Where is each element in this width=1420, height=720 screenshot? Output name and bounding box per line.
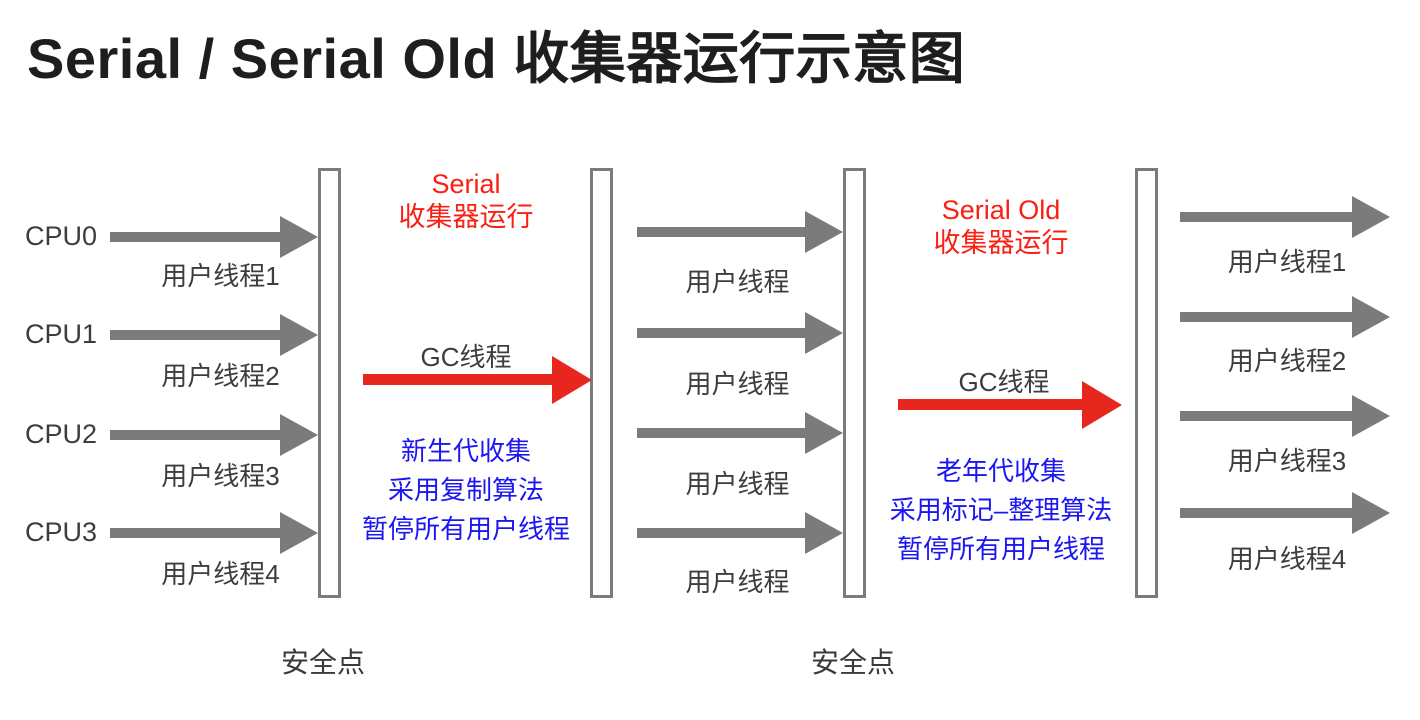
cpu2-thread-arrow xyxy=(110,414,318,456)
serial-old-phase-notes: 老年代收集 采用标记–整理算法 暂停所有用户线程 xyxy=(855,452,1147,569)
safepoint-caption-1: 安全点 xyxy=(280,647,365,678)
right-thread-arrow-2 xyxy=(1180,296,1390,338)
serial-old-phase-title: Serial Old 收集器运行 xyxy=(866,194,1136,260)
arrow-head-icon xyxy=(1082,381,1122,429)
safepoint-bar-1 xyxy=(318,168,341,598)
middle-thread-label-1: 用户线程 xyxy=(685,267,790,297)
serial-old-collector-run-label: 收集器运行 xyxy=(933,228,1069,258)
right-thread-arrow-4 xyxy=(1180,492,1390,534)
arrow-head-icon xyxy=(805,512,843,554)
arrow-head-icon xyxy=(1352,492,1390,534)
middle-thread-label-3: 用户线程 xyxy=(685,469,790,499)
arrow-head-icon xyxy=(280,216,318,258)
note-line: 暂停所有用户线程 xyxy=(896,534,1105,564)
serial-collector-run-label: 收集器运行 xyxy=(398,202,534,232)
note-line: 采用复制算法 xyxy=(387,475,544,505)
serial-gc-arrow xyxy=(363,356,592,404)
cpu0-thread-arrow xyxy=(110,216,318,258)
serial-old-gc-thread-label: GC线程 xyxy=(958,367,1050,397)
serial-phase-title: Serial 收集器运行 xyxy=(341,168,591,234)
arrow-head-icon xyxy=(280,414,318,456)
right-thread-label-4: 用户线程4 xyxy=(1227,544,1347,574)
arrow-head-icon xyxy=(1352,196,1390,238)
note-line: 新生代收集 xyxy=(400,436,531,466)
safepoint-caption-2: 安全点 xyxy=(810,647,895,678)
note-line: 老年代收集 xyxy=(935,456,1066,486)
left-thread-label-1: 用户线程1 xyxy=(161,261,280,291)
serial-old-collector-name: Serial Old xyxy=(941,195,1061,225)
cpu3-thread-arrow xyxy=(110,512,318,554)
middle-thread-label-4: 用户线程 xyxy=(685,567,790,597)
middle-thread-arrow-3 xyxy=(637,412,843,454)
arrow-head-icon xyxy=(552,356,592,404)
cpu1-thread-arrow xyxy=(110,314,318,356)
cpu3-label: CPU3 xyxy=(25,517,98,547)
middle-thread-arrow-2 xyxy=(637,312,843,354)
right-thread-label-2: 用户线程2 xyxy=(1227,346,1347,376)
middle-thread-arrow-1 xyxy=(637,211,843,253)
arrow-head-icon xyxy=(805,412,843,454)
arrow-head-icon xyxy=(1352,395,1390,437)
serial-gc-thread-label: GC线程 xyxy=(420,342,512,372)
cpu1-label: CPU1 xyxy=(25,319,98,349)
safepoint-bar-3 xyxy=(843,168,866,598)
note-line: 暂停所有用户线程 xyxy=(361,514,570,544)
arrow-head-icon xyxy=(280,512,318,554)
arrow-head-icon xyxy=(280,314,318,356)
right-thread-arrow-3 xyxy=(1180,395,1390,437)
note-line: 采用标记–整理算法 xyxy=(889,495,1113,525)
safepoint-bar-4 xyxy=(1135,168,1158,598)
arrow-head-icon xyxy=(805,312,843,354)
cpu0-label: CPU0 xyxy=(25,221,98,251)
serial-phase-notes: 新生代收集 采用复制算法 暂停所有用户线程 xyxy=(330,432,602,549)
right-thread-label-1: 用户线程1 xyxy=(1227,247,1347,277)
arrow-head-icon xyxy=(805,211,843,253)
left-thread-label-3: 用户线程3 xyxy=(161,461,280,491)
diagram-title: Serial / Serial Old 收集器运行示意图 xyxy=(27,27,966,90)
middle-thread-label-2: 用户线程 xyxy=(685,369,790,399)
right-thread-label-3: 用户线程3 xyxy=(1227,446,1347,476)
serial-collector-name: Serial xyxy=(431,169,501,199)
right-thread-arrow-1 xyxy=(1180,196,1390,238)
serial-old-gc-arrow xyxy=(898,381,1122,429)
left-thread-label-2: 用户线程2 xyxy=(161,361,280,391)
cpu2-label: CPU2 xyxy=(25,419,98,449)
left-thread-label-4: 用户线程4 xyxy=(161,559,280,589)
arrow-head-icon xyxy=(1352,296,1390,338)
middle-thread-arrow-4 xyxy=(637,512,843,554)
